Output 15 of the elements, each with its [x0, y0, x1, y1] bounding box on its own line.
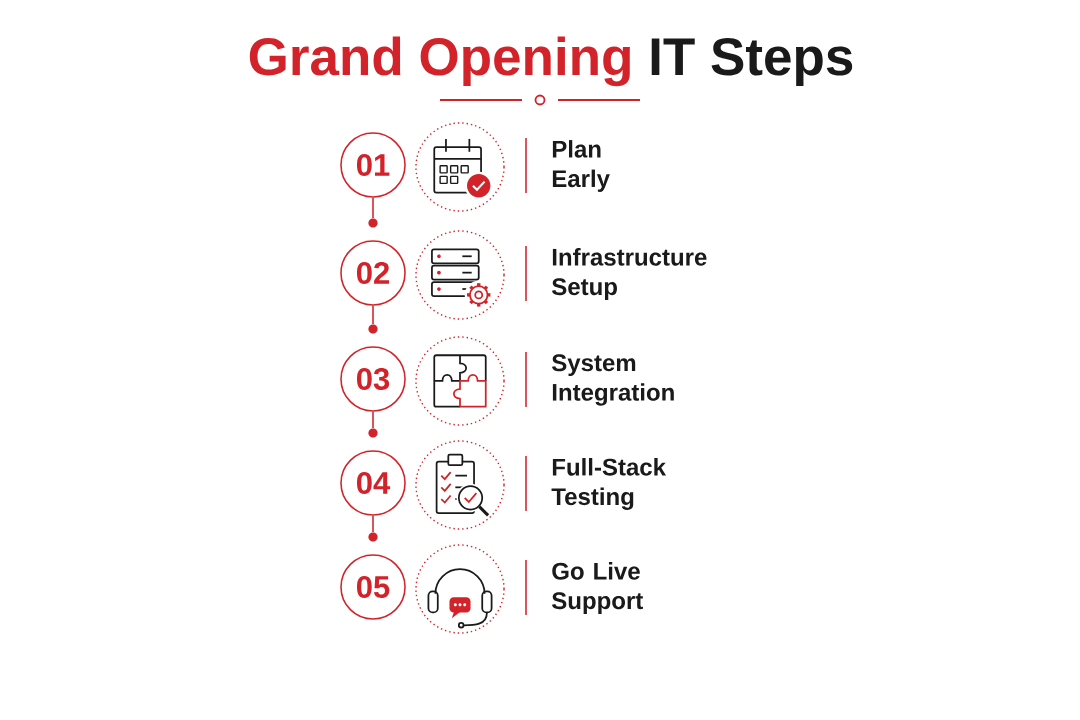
title: Grand Opening IT Steps [249, 36, 853, 87]
step-title: System Integration [551, 354, 674, 406]
connector-line [372, 411, 374, 429]
connector-line [372, 197, 374, 219]
icon-circle [415, 336, 505, 426]
step-title: Go Live Support [551, 562, 643, 614]
icon-circle [415, 122, 505, 212]
step-title: Full-Stack Testing [551, 458, 666, 510]
icon-circle [415, 440, 505, 530]
icon-circle [415, 544, 505, 634]
step-title: Plan Early [552, 140, 610, 192]
connector-line [372, 305, 374, 325]
step-title: Infrastructure Setup [551, 248, 707, 300]
connector-line [372, 515, 374, 533]
icon-circle [415, 230, 505, 320]
